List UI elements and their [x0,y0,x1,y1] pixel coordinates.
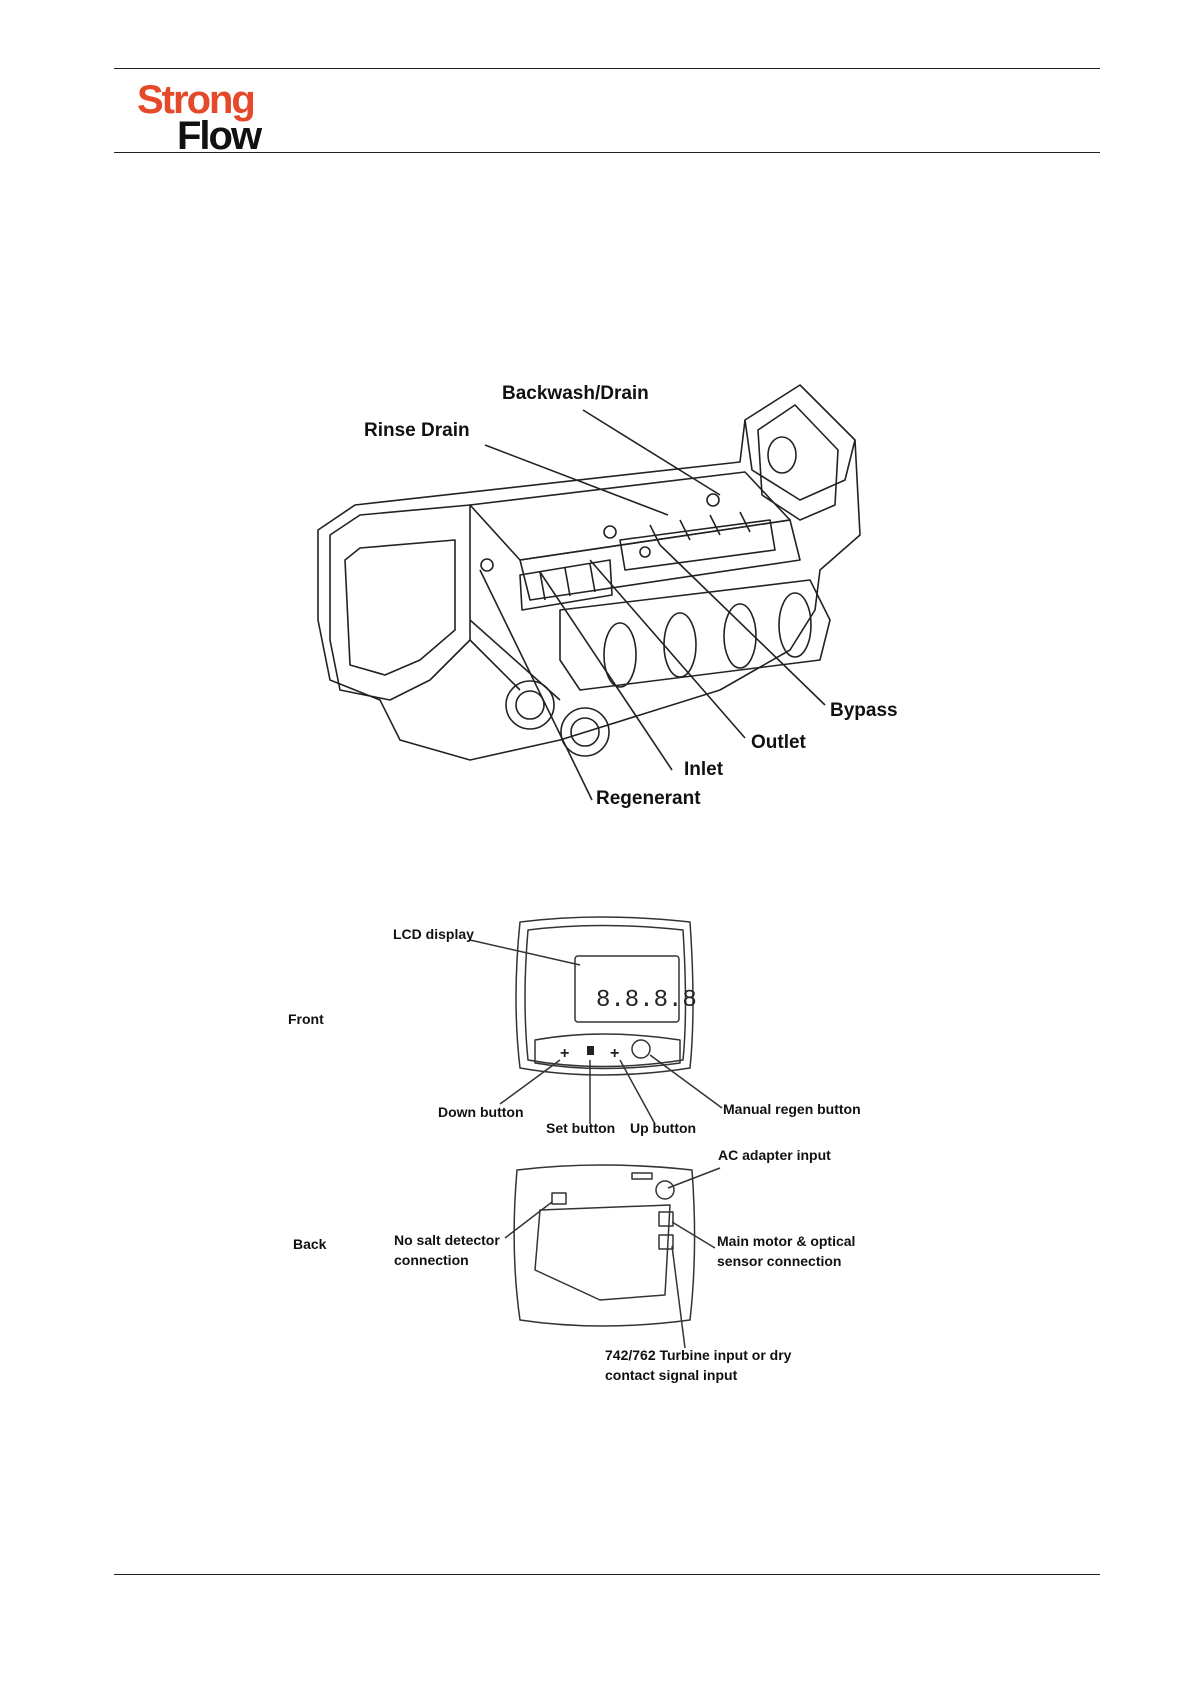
label-no-salt-line2: connection [394,1250,500,1270]
up-button-glyph: + [610,1045,619,1062]
label-front: Front [288,1009,324,1029]
label-turbine-line2: contact signal input [605,1365,791,1385]
label-no-salt-line1: No salt detector [394,1230,500,1250]
label-up-button: Up button [630,1118,696,1138]
label-no-salt-detector: No salt detector connection [394,1230,500,1270]
down-button-glyph: + [560,1045,569,1062]
footer-rule [114,1574,1100,1575]
label-lcd-display: LCD display [393,924,474,944]
label-main-motor: Main motor & optical sensor connection [717,1231,855,1271]
lcd-digits-text: 8.8.8.8 [596,987,697,1014]
label-main-motor-line1: Main motor & optical [717,1231,855,1251]
label-ac-adapter-input: AC adapter input [718,1145,831,1165]
label-turbine-input: 742/762 Turbine input or dry contact sig… [605,1345,791,1385]
label-back: Back [293,1234,326,1254]
label-turbine-line1: 742/762 Turbine input or dry [605,1345,791,1365]
label-main-motor-line2: sensor connection [717,1251,855,1271]
label-manual-regen-button: Manual regen button [723,1099,861,1119]
label-down-button: Down button [438,1102,524,1122]
label-set-button: Set button [546,1118,615,1138]
